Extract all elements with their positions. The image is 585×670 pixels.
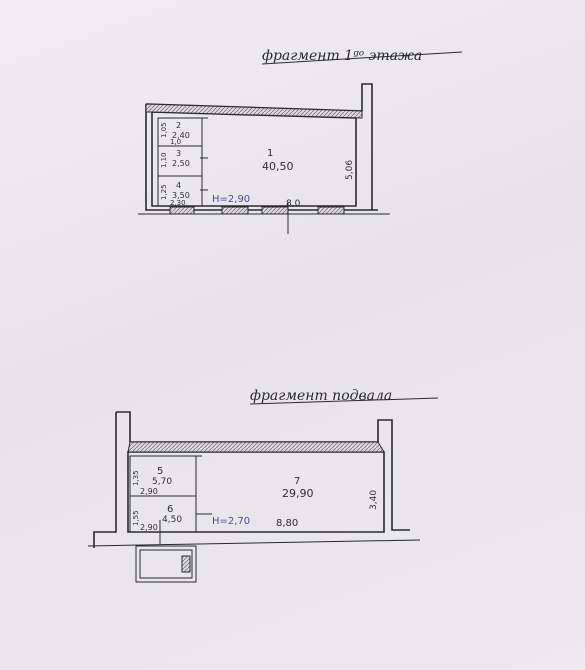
first-floor-outer-wall (145, 104, 378, 211)
window-3 (261, 206, 289, 215)
room-3-number: 3 (176, 149, 181, 158)
small-room-dim-2: 1,10 (160, 152, 168, 168)
first-floor-height: H=2,90 (212, 194, 250, 205)
small-room-dim-3: 1,25 (160, 184, 168, 200)
window-2 (221, 206, 249, 215)
room-2-area: 2,40 (172, 131, 190, 140)
first-floor-small-rooms (157, 117, 203, 207)
basement-top-wall-hatch (127, 441, 385, 453)
room-6-number: 6 (167, 504, 173, 515)
window-1 (169, 206, 195, 215)
basement-small-dim-1: 1,35 (132, 470, 140, 486)
basement-stair-inner (139, 549, 193, 579)
basement-small-dim-2: 1,55 (132, 510, 140, 526)
room-3-area: 2,50 (172, 159, 190, 168)
basement-small-rooms (129, 455, 197, 533)
room-1-area: 40,50 (262, 160, 294, 173)
first-floor-depth-dim: 5,06 (345, 160, 355, 180)
basement-length-dim: 8,80 (276, 518, 298, 529)
small-room-extra-2: 2,30 (170, 199, 186, 207)
room-4-area: 3,50 (172, 191, 190, 200)
first-floor-length-dim: 8,0 (286, 199, 301, 209)
basement-depth-dim: 3,40 (369, 490, 379, 510)
basement-height: H=2,70 (212, 516, 250, 527)
room-4-number: 4 (176, 181, 181, 190)
small-room-dim-1: 1,05 (160, 122, 168, 138)
room-6-area: 4,50 (162, 515, 182, 525)
first-floor-top-wall-hatch (145, 103, 363, 119)
basement-stair-pit (135, 545, 197, 583)
basement-small-length-1: 2,90 (140, 487, 158, 496)
room-7-number: 7 (294, 476, 300, 487)
basement-bottom-line (87, 539, 421, 547)
basement-plan: фрагмент подвала 5 5,70 6 4,50 7 29,90 8… (87, 388, 439, 583)
basement-title: фрагмент подвала (250, 388, 392, 404)
room-5-area: 5,70 (152, 477, 172, 487)
room-2-number: 2 (176, 121, 181, 130)
first-floor-title: фрагмент 1ᵍᵒ этажа (262, 48, 422, 64)
basement-small-length-2: 2,90 (140, 523, 158, 532)
room-7-area: 29,90 (282, 487, 314, 500)
first-floor-title-underline (261, 51, 463, 65)
window-4 (317, 206, 345, 215)
basement-stair-hatch (181, 555, 191, 573)
room-1-number: 1 (267, 148, 273, 159)
small-room-extra-1: 1,0 (170, 138, 181, 146)
first-floor-plan: фрагмент 1ᵍᵒ этажа 1 40,50 2 2,40 3 2,50… (138, 48, 463, 234)
basement-outer-wall-top (116, 411, 410, 531)
basement-title-underline (249, 397, 439, 405)
room-5-number: 5 (157, 466, 163, 477)
basement-outer-wall-left (93, 412, 117, 548)
